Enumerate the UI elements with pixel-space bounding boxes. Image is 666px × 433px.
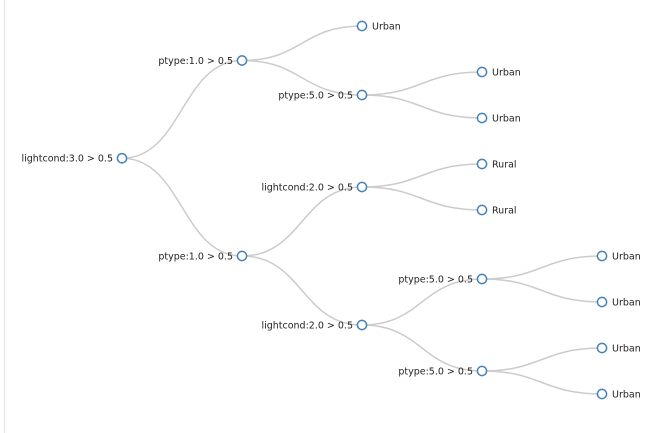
- split-label: ptype:5.0 > 0.5: [278, 90, 353, 101]
- tree-link: [241, 59, 363, 96]
- leaf-node[interactable]: Urban: [596, 296, 641, 308]
- leaf-node[interactable]: Urban: [476, 66, 521, 78]
- tree-link: [361, 278, 483, 326]
- leaf-label: Rural: [492, 205, 517, 216]
- node-circle[interactable]: [236, 250, 248, 262]
- tree-link: [481, 347, 603, 372]
- node-circle[interactable]: [476, 273, 488, 285]
- leaf-label: Urban: [612, 251, 641, 262]
- node-circle[interactable]: [476, 66, 488, 78]
- tree-link: [481, 255, 603, 280]
- split-label: lightcond:2.0 > 0.5: [261, 320, 353, 331]
- split-node[interactable]: ptype:5.0 > 0.5: [398, 365, 488, 377]
- node-circle[interactable]: [596, 388, 608, 400]
- leaf-label: Urban: [492, 67, 521, 78]
- leaf-label: Urban: [492, 113, 521, 124]
- left-border: [4, 0, 5, 433]
- leaf-node[interactable]: Rural: [476, 204, 517, 216]
- leaf-label: Urban: [612, 389, 641, 400]
- tree-link: [361, 163, 483, 188]
- split-node[interactable]: ptype:1.0 > 0.5: [158, 55, 248, 67]
- leaf-label: Urban: [372, 21, 401, 32]
- split-node[interactable]: lightcond:2.0 > 0.5: [261, 181, 368, 193]
- node-circle[interactable]: [356, 20, 368, 32]
- node-circle[interactable]: [596, 342, 608, 354]
- node-circle[interactable]: [596, 250, 608, 262]
- leaf-node[interactable]: Urban: [356, 20, 401, 32]
- node-circle[interactable]: [596, 296, 608, 308]
- leaf-label: Urban: [612, 343, 641, 354]
- node-circle[interactable]: [476, 112, 488, 124]
- links-layer: [121, 25, 603, 395]
- tree-link: [241, 186, 363, 257]
- node-circle[interactable]: [476, 158, 488, 170]
- node-circle[interactable]: [356, 89, 368, 101]
- split-label: ptype:1.0 > 0.5: [158, 251, 233, 262]
- split-label: ptype:1.0 > 0.5: [158, 56, 233, 67]
- tree-link: [241, 255, 363, 326]
- tree-link: [241, 25, 363, 62]
- tree-link: [481, 370, 603, 395]
- tree-link: [481, 278, 603, 303]
- tree-link: [361, 94, 483, 119]
- split-node[interactable]: lightcond:2.0 > 0.5: [261, 319, 368, 331]
- tree-link: [361, 324, 483, 372]
- split-label: ptype:5.0 > 0.5: [398, 366, 473, 377]
- node-circle[interactable]: [356, 319, 368, 331]
- leaf-node[interactable]: Urban: [596, 250, 641, 262]
- split-node[interactable]: lightcond:3.0 > 0.5: [21, 152, 128, 165]
- split-label: lightcond:2.0 > 0.5: [261, 182, 353, 193]
- tree-link: [121, 59, 243, 159]
- tree-link: [361, 71, 483, 96]
- leaf-node[interactable]: Urban: [476, 112, 521, 124]
- node-circle[interactable]: [356, 181, 368, 193]
- tree-link: [121, 157, 243, 257]
- node-circle[interactable]: [236, 55, 248, 66]
- node-circle[interactable]: [476, 204, 488, 216]
- leaf-node[interactable]: Urban: [596, 388, 641, 400]
- leaf-node[interactable]: Urban: [596, 342, 641, 354]
- node-circle[interactable]: [476, 365, 488, 377]
- leaf-label: Urban: [612, 297, 641, 308]
- node-circle[interactable]: [116, 152, 128, 164]
- split-label: ptype:5.0 > 0.5: [398, 274, 473, 285]
- split-node[interactable]: ptype:1.0 > 0.5: [158, 250, 248, 262]
- split-node[interactable]: ptype:5.0 > 0.5: [398, 273, 488, 285]
- split-label: lightcond:3.0 > 0.5: [21, 154, 113, 165]
- split-node[interactable]: ptype:5.0 > 0.5: [278, 89, 368, 101]
- leaf-label: Rural: [492, 159, 517, 170]
- leaf-node[interactable]: Rural: [476, 158, 517, 170]
- tree-link: [361, 186, 483, 211]
